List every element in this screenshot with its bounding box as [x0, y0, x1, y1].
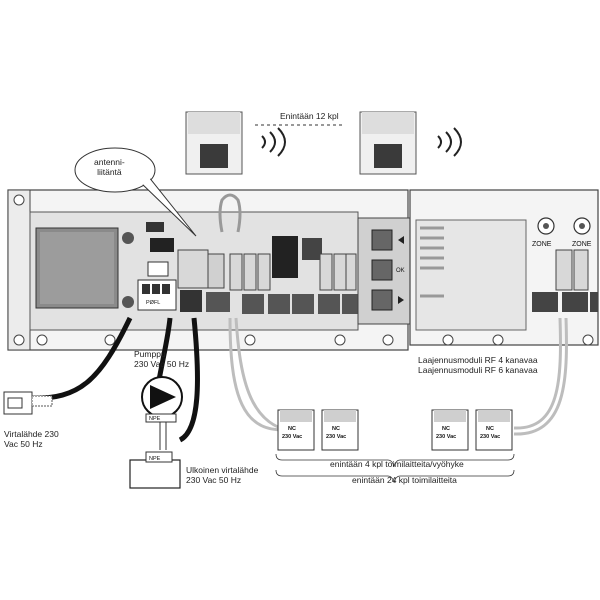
zone-label-2: ZONE — [572, 241, 592, 248]
actuator-3-voltage: 230 Vac — [436, 434, 456, 440]
button-panel — [357, 217, 411, 325]
max-per-zone-label: enintään 4 kpl toimilaitteita/vyöhyke — [330, 459, 464, 469]
mains-socket — [3, 391, 53, 415]
pump-symbol — [141, 376, 183, 423]
actuator-1-nc: NC — [288, 426, 296, 432]
actuator-4-voltage: 230 Vac — [480, 434, 500, 440]
external-power-box — [129, 451, 181, 489]
antenna-wire — [218, 193, 242, 233]
actuator-2-nc: NC — [332, 426, 340, 432]
external-power-label: Ulkoinen virtalähde 230 Vac 50 Hz — [186, 465, 259, 485]
ok-label: OK — [396, 268, 405, 274]
max-total-label: enintään 24 kpl toimilaitteita — [352, 475, 457, 485]
antenna-callout — [74, 147, 197, 237]
actuator-1-voltage: 230 Vac — [282, 434, 302, 440]
antenna-label: antenni- liitäntä — [94, 157, 125, 177]
pump-wire-light — [159, 418, 167, 450]
pump-label: Pumppu 230 Vac 50 Hz — [134, 349, 190, 369]
actuator-3-nc: NC — [442, 426, 450, 432]
brace-total — [275, 469, 515, 484]
brace-per-zone — [275, 453, 515, 468]
pump-terminal-label: PØFL — [146, 300, 160, 306]
room-sensor-right — [359, 111, 462, 175]
pump-npe-label: NPE — [149, 416, 161, 422]
room-sensor-left — [185, 111, 286, 175]
max-sensors-label: Enintään 12 kpl — [280, 111, 339, 121]
expansion-module — [409, 189, 599, 346]
zone-label-1: ZONE — [532, 241, 552, 248]
external-power-cable — [178, 317, 200, 443]
actuator-group-right — [431, 409, 513, 451]
actuator-4-nc: NC — [486, 426, 494, 432]
actuator-group-left — [277, 409, 359, 451]
actuator-2-voltage: 230 Vac — [326, 434, 346, 440]
power-supply-label: Virtalähde 230 Vac 50 Hz — [4, 429, 59, 449]
ext-npe-label: NPE — [149, 456, 161, 462]
controller-board — [7, 189, 409, 351]
expansion-module-label: Laajennusmoduli RF 4 kanavaa Laajennusmo… — [418, 355, 538, 375]
